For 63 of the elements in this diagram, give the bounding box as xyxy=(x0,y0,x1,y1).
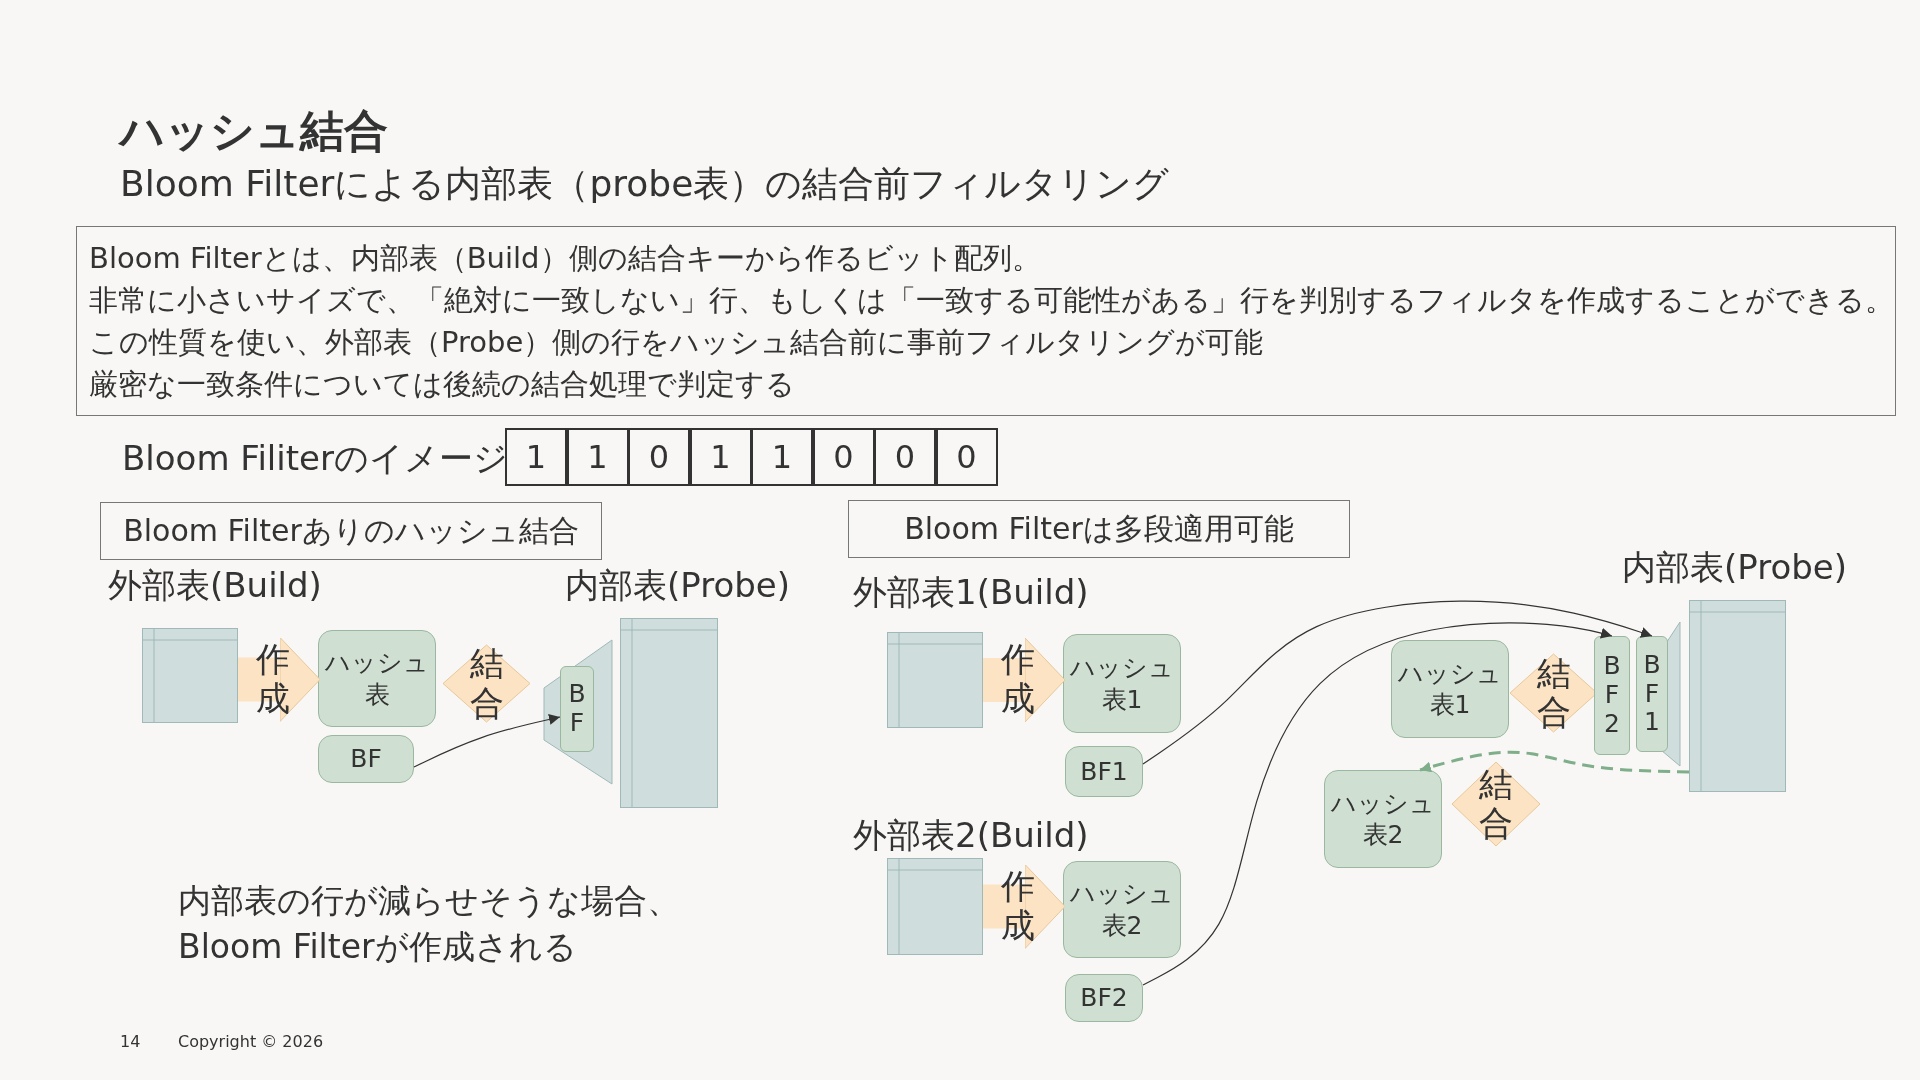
description-text: この性質を使い、外部表（Probe）側の行をハッシュ結合前に事前フィルタリングが可能 xyxy=(89,324,1264,361)
block-arrow xyxy=(238,637,321,722)
description-text: Bloom Filterとは、内部表（Build）側の結合キーから作るビット配列。 xyxy=(89,240,1041,277)
description-box xyxy=(76,226,1896,416)
bit-cell: 0 xyxy=(628,428,690,486)
filter-box xyxy=(1636,636,1668,752)
box-label: ハッシュ表2 xyxy=(1330,787,1436,851)
edge-label: 作成 xyxy=(256,639,290,718)
section-heading-box xyxy=(848,500,1350,558)
page-number: 14 xyxy=(120,1032,141,1051)
bit-cell: 1 xyxy=(751,428,813,486)
rounded-box xyxy=(1065,974,1143,1022)
box-label: BF xyxy=(349,743,383,775)
rounded-box xyxy=(1063,634,1181,733)
block-arrow xyxy=(983,637,1066,723)
table-caption: 内部表(Probe) xyxy=(565,564,790,607)
slide-subtitle: Bloom Filterによる内部表（probe表）の結合前フィルタリング xyxy=(120,162,1170,206)
bit-cell: 0 xyxy=(935,428,998,486)
description-text: 厳密な一致条件については後続の結合処理で判定する xyxy=(89,366,795,403)
diamond-label: 結合 xyxy=(469,644,504,723)
note-text: 内部表の行が減らせそうな場合、Bloom Filterが作成される xyxy=(178,880,681,968)
box-label: ハッシュ表 xyxy=(324,647,430,710)
bit-cell: 1 xyxy=(566,428,629,486)
box-label: BF1 xyxy=(1079,755,1129,788)
arrow xyxy=(413,714,561,768)
table-caption: 内部表(Probe) xyxy=(1622,546,1847,589)
box-label: BF1 xyxy=(1642,650,1662,738)
table-caption: 外部表1(Build) xyxy=(853,571,1089,614)
diamond-label: 結合 xyxy=(1536,653,1571,733)
box-label: ハッシュ表1 xyxy=(1397,657,1503,721)
edge-label: 作成 xyxy=(1001,866,1035,945)
block-arrow xyxy=(983,864,1066,949)
rounded-box xyxy=(318,630,436,727)
copyright-text: Copyright © 2026 xyxy=(178,1032,324,1051)
rounded-box xyxy=(1063,861,1181,958)
rounded-box xyxy=(1324,770,1442,868)
slide-title: ハッシュ結合 xyxy=(120,104,388,158)
section-heading: Bloom Filterありのハッシュ結合 xyxy=(123,511,579,550)
bit-cell: 0 xyxy=(874,428,936,486)
table-caption: 外部表2(Build) xyxy=(853,814,1089,857)
filter-box xyxy=(560,666,594,752)
rounded-box xyxy=(1065,746,1143,797)
arrow xyxy=(1142,600,1653,765)
bit-cell: 0 xyxy=(812,428,875,486)
rounded-box xyxy=(1391,640,1509,738)
box-label: ハッシュ表1 xyxy=(1069,652,1175,715)
edge-label: 作成 xyxy=(1001,640,1035,719)
bit-cell: 1 xyxy=(689,428,752,486)
description-text: 非常に小さいサイズで、「絶対に一致しない」行、もしくは「一致する可能性がある」行を判別するフィルタを作成することができる。 xyxy=(89,282,1894,319)
section-heading-box xyxy=(100,502,602,560)
diamond-label: 結合 xyxy=(1479,764,1513,844)
section-heading: Bloom Filterは多段適用可能 xyxy=(904,509,1294,548)
box-label: BF xyxy=(567,680,587,738)
box-label: ハッシュ表2 xyxy=(1069,878,1175,941)
bit-cell: 1 xyxy=(505,428,567,486)
box-label: BF2 xyxy=(1079,982,1129,1014)
box-label: BF2 xyxy=(1602,652,1622,739)
arrow xyxy=(1142,622,1613,986)
dashed-arrow xyxy=(1419,750,1690,774)
bit-array-caption: Bloom Filiterのイメージ xyxy=(122,437,508,480)
filter-box xyxy=(1594,636,1630,755)
table-caption: 外部表(Build) xyxy=(108,564,322,607)
rounded-box xyxy=(318,735,414,783)
